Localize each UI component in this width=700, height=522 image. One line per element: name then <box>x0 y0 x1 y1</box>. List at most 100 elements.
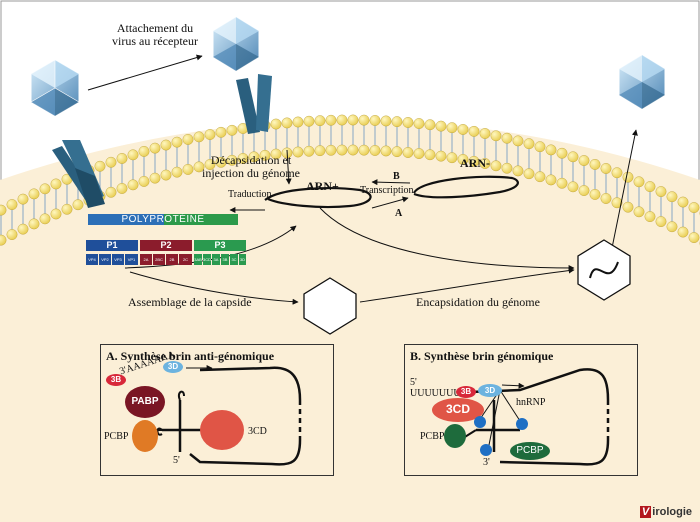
lipid-head <box>325 144 337 156</box>
lipid-head <box>50 208 62 220</box>
lipid-head <box>468 155 480 167</box>
p3-part: 3CD <box>203 254 211 265</box>
lipid-head <box>127 149 139 161</box>
panel-a-3d-label: 3D <box>167 362 179 371</box>
panel-a-3b-label: 3B <box>110 375 122 384</box>
lipid-head <box>512 165 524 177</box>
lipid-head <box>468 125 480 137</box>
lipid-head <box>39 183 51 195</box>
assembly-arrow <box>129 271 299 305</box>
lipid-head <box>116 153 128 164</box>
lipid-head <box>402 117 414 128</box>
lipid-head <box>171 136 183 148</box>
panel-b-hnrnp-blob <box>480 444 492 456</box>
logo-mark: V <box>639 506 652 518</box>
membrane-tails <box>0 124 695 237</box>
lipid-head <box>105 156 117 168</box>
lipid-head <box>215 126 227 138</box>
lipid-head <box>182 164 194 175</box>
panel-b-5prime: 5' <box>410 377 417 388</box>
uncoating-label-line1: Décapsidation et <box>210 153 292 167</box>
panel-b-pcbp-right-label: PCBP <box>516 445 544 456</box>
lipid-head <box>666 191 678 203</box>
panel-a <box>100 344 334 476</box>
p2-part: 2B <box>166 254 178 265</box>
lipid-head <box>369 115 381 126</box>
capsid-assembly-label: Assemblage de la capside <box>128 295 252 309</box>
lipid-head <box>534 171 546 183</box>
membrane-lipid-heads <box>0 114 700 246</box>
lipid-head <box>446 122 458 134</box>
receptor-right <box>236 74 272 134</box>
lipid-head <box>369 145 381 156</box>
lipid-head <box>39 213 51 225</box>
lipid-head <box>424 149 436 161</box>
p3-part: 3AB <box>194 254 202 265</box>
lipid-head <box>391 146 403 158</box>
virus-free-icon <box>30 59 80 117</box>
lipid-head <box>270 118 282 130</box>
transcription-label: Transcription <box>360 185 414 196</box>
lipid-head <box>501 162 513 174</box>
panel-b-title: B. Synthèse brin génomique <box>410 349 554 363</box>
lipid-head <box>358 114 370 126</box>
arrow-a <box>371 196 409 209</box>
rna-plus-strand <box>264 187 372 209</box>
lipid-head <box>413 148 425 159</box>
lipid-head <box>490 160 502 172</box>
filled-capsid-hexagon <box>577 239 631 301</box>
lipid-head <box>0 204 7 216</box>
panel-b-pcbp-right-blob <box>510 442 550 460</box>
lipid-head <box>358 144 370 156</box>
attachment-label: Attachement du virus au récepteur <box>100 22 210 48</box>
lipid-head <box>138 176 150 187</box>
lipid-head <box>270 148 282 160</box>
arrow-b-label: B <box>393 171 400 182</box>
lipid-head <box>292 116 304 128</box>
rna-minus-strand <box>413 175 519 199</box>
panel-b-3d-label: 3D <box>484 386 496 395</box>
panel-b-3b-blob <box>456 386 476 398</box>
lipid-head <box>50 178 62 190</box>
lipid-head <box>248 151 260 163</box>
lipid-head <box>226 124 238 136</box>
lipid-head <box>457 154 469 165</box>
attachment-label-line2: virus au récepteur <box>112 34 198 48</box>
panel-b-3d-blob <box>478 384 502 397</box>
lipid-head <box>589 189 601 200</box>
p3-part: 3C <box>230 254 238 265</box>
lipid-head <box>501 132 513 144</box>
panel-b-hnrnp-label: hnRNP <box>516 397 546 408</box>
lipid-head <box>633 206 645 218</box>
lipid-head <box>149 142 161 154</box>
lipid-head <box>446 152 458 164</box>
attachment-label-line1: Attachement du <box>116 21 194 35</box>
panel-b <box>404 344 638 476</box>
lipid-head <box>556 177 568 189</box>
panel-a-title: A. Synthèse brin anti-génomique <box>106 349 275 363</box>
panel-b-pcbp-left-blob <box>444 424 466 448</box>
lipid-head <box>347 114 359 126</box>
polyprotein-bar-green <box>164 214 238 225</box>
lipid-head <box>171 166 183 178</box>
lipid-head <box>622 201 634 213</box>
panel-b-3b-label: 3B <box>460 387 472 396</box>
lipid-head <box>204 129 216 140</box>
lipid-head <box>457 124 469 135</box>
panel-a-pcbp-blob <box>132 420 158 452</box>
lipid-head <box>336 144 348 156</box>
p1-part: VP2 <box>99 254 111 265</box>
panel-b-3prime: 3' <box>483 457 490 468</box>
lipid-head <box>688 232 700 243</box>
lipid-head <box>0 234 7 246</box>
p3-part: 3A <box>212 254 220 265</box>
uncoating-arrow <box>285 149 292 185</box>
p3-part: 3B <box>221 254 229 265</box>
p3-box: P3 <box>194 240 246 251</box>
lipid-head <box>182 134 194 145</box>
lipid-head <box>6 229 18 240</box>
p2-part: 2A <box>140 254 152 265</box>
panel-b-polyu: UUUUUUU <box>410 388 461 399</box>
p2-part: 2BC <box>153 254 165 265</box>
